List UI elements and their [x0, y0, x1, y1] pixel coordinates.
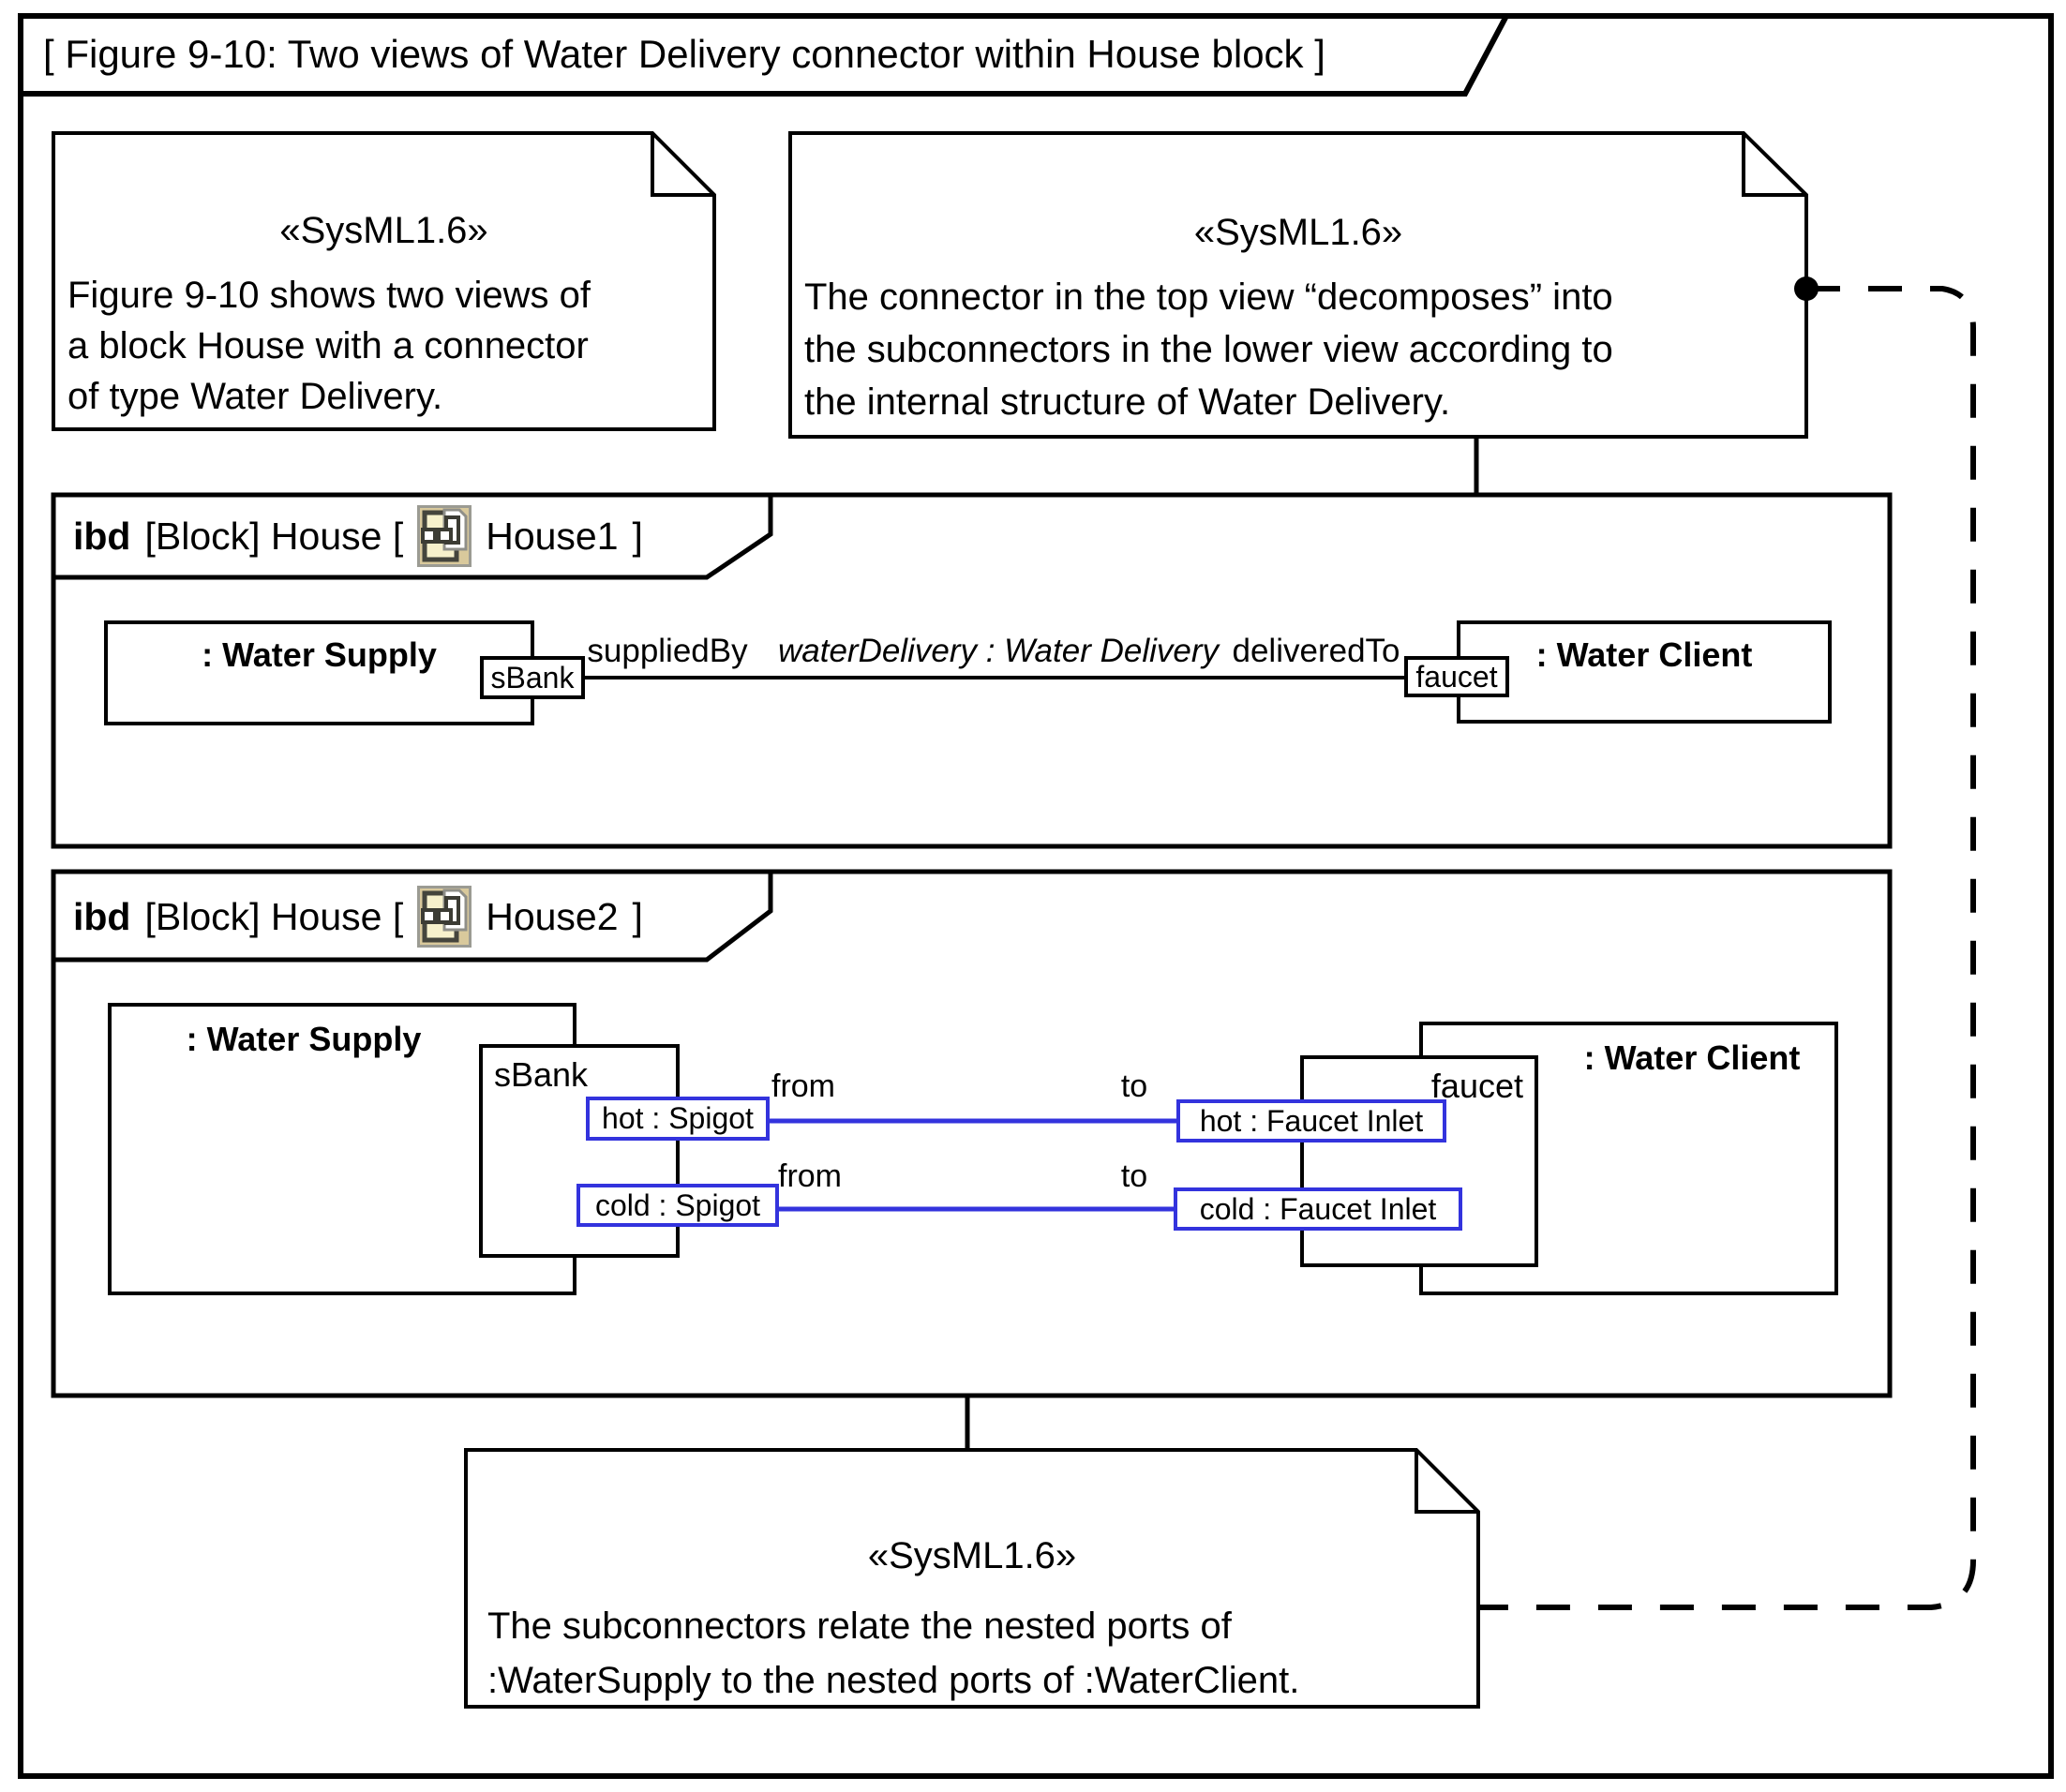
cold-to-label: to [1120, 1158, 1148, 1194]
note-line: the internal structure of Water Delivery… [804, 381, 1451, 423]
house1-water-supply-block[interactable]: : Water Supply [104, 620, 534, 725]
diagram-title: [ Figure 9-10: Two views of Water Delive… [43, 32, 1325, 76]
hot-to-label: to [1120, 1068, 1148, 1104]
ibd-house1-frame[interactable] [51, 492, 1893, 849]
house1-water-client-block[interactable]: : Water Client [1457, 620, 1832, 724]
hot-spigot-port[interactable]: hot : Spigot [586, 1097, 770, 1141]
note-top-left-shape[interactable] [52, 131, 716, 431]
ibd-house1-diagram-name: House1 [486, 514, 619, 558]
ibd-keyword: ibd [73, 894, 131, 938]
note-line: The connector in the top view “decompose… [804, 276, 1613, 318]
note-bottom-body: The subconnectors relate the nested port… [487, 1599, 1299, 1708]
note-top-right-body: The connector in the top view “decompose… [804, 271, 1613, 428]
note-line: The subconnectors relate the nested port… [487, 1605, 1232, 1647]
delivered-to-role-label: deliveredTo [1232, 633, 1400, 669]
house2-water-supply-label: : Water Supply [186, 1020, 422, 1058]
note-top-left-stereotype: «SysML1.6» [279, 210, 488, 251]
house1-faucet-port[interactable]: faucet [1404, 656, 1509, 697]
ibd-house1-close-bracket: ] [632, 514, 643, 558]
ibd-house2-tab: ibd [Block] House [ House2 ] [73, 874, 643, 960]
house2-faucet-label: faucet [1430, 1067, 1523, 1105]
note-top-left-body: Figure 9-10 shows two views of a block H… [67, 270, 591, 422]
ibd-diagram-icon [417, 886, 472, 948]
note-dashed-link [1478, 286, 1976, 1610]
house2-water-client-label: : Water Client [1583, 1038, 1801, 1077]
ibd-diagram-icon [417, 505, 472, 567]
house1-sbank-port[interactable]: sBank [480, 656, 585, 699]
title-tab-shape [18, 13, 1511, 97]
note-line: the subconnectors in the lower view acco… [804, 329, 1613, 370]
house2-sbank-label: sBank [494, 1055, 589, 1094]
note-line: :WaterSupply to the nested ports of :Wat… [487, 1660, 1300, 1701]
house1-water-client-label: : Water Client [1535, 635, 1753, 674]
ibd-house2-diagram-name: House2 [486, 894, 619, 938]
house1-water-supply-label: : Water Supply [202, 635, 437, 674]
hot-from-label: from [771, 1068, 835, 1104]
note-bottom-stereotype: «SysML1.6» [867, 1535, 1077, 1576]
ibd-house2-type: [Block] House [ [144, 894, 404, 938]
ibd-house2-tab-shape [51, 869, 773, 963]
note-line: of type Water Delivery. [67, 376, 443, 417]
ibd-house1-tab-shape [51, 492, 773, 580]
ibd-house2-close-bracket: ] [632, 894, 643, 938]
hot-faucet-inlet-port[interactable]: hot : Faucet Inlet [1176, 1099, 1446, 1142]
cold-from-label: from [778, 1158, 842, 1194]
note-bottom-fold-icon [1415, 1450, 1478, 1514]
ibd-house1-tab: ibd [Block] House [ House1 ] [73, 495, 643, 577]
note-line: Figure 9-10 shows two views of [67, 275, 591, 316]
water-delivery-connector-label: waterDelivery : Water Delivery [777, 633, 1220, 669]
ibd-house1-type: [Block] House [ [144, 514, 404, 558]
cold-faucet-inlet-port[interactable]: cold : Faucet Inlet [1174, 1187, 1462, 1231]
ibd-house2-frame[interactable] [51, 869, 1893, 1398]
note-top-right-stereotype: «SysML1.6» [1193, 212, 1403, 253]
house2-water-supply-block[interactable]: : Water Supply [108, 1003, 576, 1295]
note-line: a block House with a connector [67, 325, 589, 366]
note-top-left-fold-icon [651, 133, 714, 197]
supplied-by-role-label: suppliedBy [587, 633, 748, 669]
note-link-dot-icon [1794, 276, 1819, 301]
house2-faucet-part[interactable]: faucet [1300, 1055, 1538, 1267]
cold-spigot-port[interactable]: cold : Spigot [576, 1184, 779, 1227]
note-top-right-fold-icon [1742, 133, 1806, 197]
ibd-keyword: ibd [73, 514, 131, 558]
note-top-right-shape[interactable] [788, 131, 1808, 439]
